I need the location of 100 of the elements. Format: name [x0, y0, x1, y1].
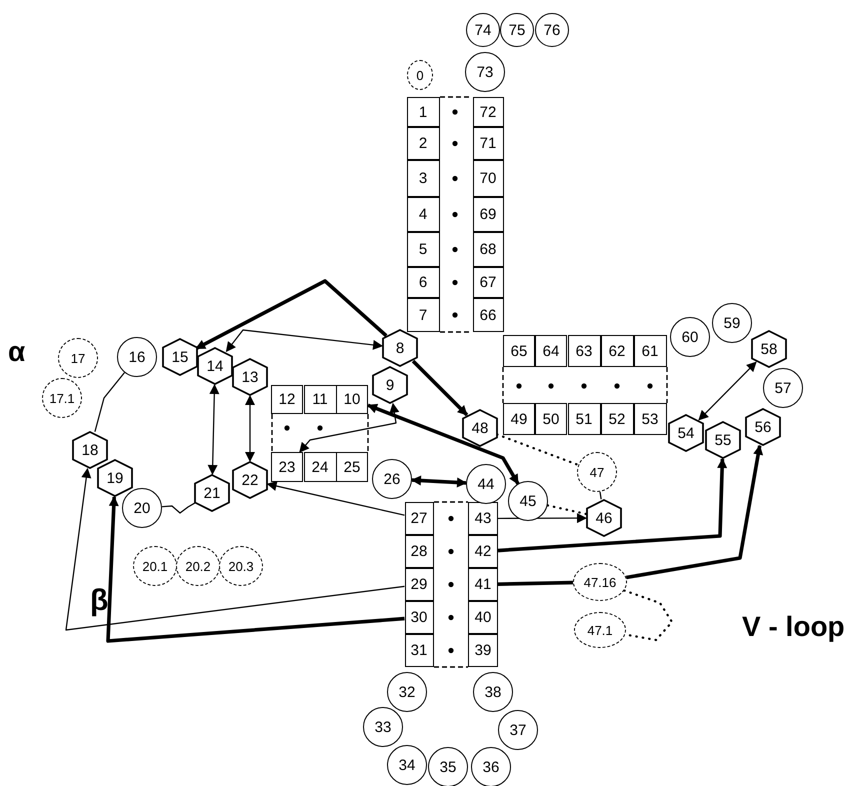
nucleotide-hexagon: 14 — [197, 347, 233, 385]
nucleotide-circle: 74 — [466, 13, 500, 47]
nucleotide-box: 65 — [503, 335, 535, 367]
nucleotide-box: 50 — [535, 403, 567, 435]
nucleotide-box: 25 — [336, 452, 368, 482]
nucleotide-circle: 59 — [712, 303, 752, 343]
arrow — [412, 360, 468, 416]
arrow — [245, 395, 255, 462]
nucleotide-box: 43 — [468, 502, 498, 535]
nucleotide-box: 42 — [468, 535, 498, 568]
optional-nucleotide-circle: 17 — [58, 338, 98, 378]
arrow — [106, 496, 405, 643]
nucleotide-hexagon: 9 — [372, 366, 408, 404]
nucleotide-box: 27 — [404, 502, 434, 535]
nucleotide-box: 6 — [406, 267, 440, 298]
connector-line — [623, 589, 674, 642]
optional-nucleotide-circle: 47.16 — [573, 563, 627, 601]
nucleotide-box: 61 — [634, 335, 666, 367]
optional-nucleotide-circle: 17.1 — [42, 378, 82, 418]
nucleotide-circle: 35 — [428, 747, 468, 786]
arrow — [698, 361, 757, 421]
optional-nucleotide-circle: 0 — [407, 60, 433, 90]
nucleotide-circle: 33 — [363, 707, 403, 747]
nucleotide-hexagon: 55 — [705, 421, 741, 459]
nucleotide-box: 30 — [404, 601, 434, 634]
connector-line — [162, 502, 197, 514]
region-label: β — [90, 584, 108, 618]
nucleotide-circle: 75 — [500, 13, 534, 47]
nucleotide-circle: 73 — [465, 52, 505, 92]
optional-nucleotide-circle: 20.3 — [219, 546, 263, 586]
nucleotide-box: 69 — [472, 197, 504, 232]
nucleotide-hexagon: 21 — [194, 474, 230, 512]
optional-nucleotide-circle: 20.2 — [176, 546, 220, 586]
nucleotide-hexagon: 19 — [97, 459, 133, 497]
arrow — [266, 481, 405, 516]
nucleotide-box: 53 — [634, 403, 666, 435]
nucleotide-box: 12 — [271, 384, 303, 414]
nucleotide-box: 24 — [304, 452, 336, 482]
nucleotide-box: 2 — [406, 127, 440, 160]
connector-line — [498, 580, 574, 586]
nucleotide-hexagon: 22 — [232, 461, 268, 499]
nucleotide-hexagon: 54 — [668, 414, 704, 452]
nucleotide-circle: 36 — [471, 747, 511, 786]
nucleotide-box: 5 — [406, 232, 440, 267]
nucleotide-box: 3 — [406, 160, 440, 197]
nucleotide-hexagon: 56 — [745, 408, 781, 446]
connector-line — [599, 492, 602, 500]
nucleotide-hexagon: 8 — [382, 329, 418, 367]
nucleotide-box: 68 — [472, 232, 504, 267]
nucleotide-box: 67 — [472, 267, 504, 298]
arrow — [498, 458, 728, 552]
nucleotide-box: 28 — [404, 535, 434, 568]
nucleotide-circle: 38 — [473, 672, 513, 712]
arrow — [367, 404, 520, 485]
arrow — [226, 329, 384, 352]
nucleotide-circle: 60 — [670, 317, 710, 357]
arrow — [410, 476, 468, 488]
nucleotide-box: 66 — [472, 298, 504, 332]
nucleotide-box: 29 — [404, 568, 434, 601]
nucleotide-box: 63 — [568, 335, 600, 367]
nucleotide-circle: 26 — [372, 459, 412, 499]
nucleotide-hexagon: 58 — [751, 330, 787, 368]
nucleotide-box: 51 — [568, 403, 600, 435]
nucleotide-circle: 44 — [466, 464, 506, 504]
optional-nucleotide-circle: 47.1 — [574, 612, 626, 648]
nucleotide-box: 1 — [406, 97, 440, 127]
arrow — [626, 444, 764, 580]
nucleotide-circle: 76 — [535, 13, 569, 47]
nucleotide-circle: 57 — [763, 368, 803, 408]
connector-line — [546, 504, 588, 516]
region-label: V - loop — [742, 611, 845, 643]
nucleotide-hexagon: 15 — [162, 338, 198, 376]
nucleotide-hexagon: 18 — [72, 431, 108, 469]
nucleotide-box: 72 — [472, 97, 504, 127]
nucleotide-circle: 45 — [508, 481, 548, 521]
nucleotide-box: 4 — [406, 197, 440, 232]
nucleotide-box: 11 — [304, 384, 336, 414]
arrow — [208, 384, 220, 475]
nucleotide-hexagon: 13 — [232, 358, 268, 396]
nucleotide-box: 64 — [535, 335, 567, 367]
optional-nucleotide-circle: 47 — [577, 452, 617, 492]
nucleotide-circle: 37 — [498, 710, 538, 750]
nucleotide-box: 23 — [271, 452, 303, 482]
nucleotide-hexagon: 48 — [462, 409, 498, 447]
nucleotide-box: 70 — [472, 160, 504, 197]
arrow — [299, 402, 400, 453]
nucleotide-box: 41 — [468, 568, 498, 601]
nucleotide-box: 62 — [600, 335, 634, 367]
arrow — [65, 468, 405, 631]
nucleotide-circle: 32 — [387, 672, 427, 712]
nucleotide-box: 49 — [503, 403, 535, 435]
nucleotide-box: 40 — [468, 601, 498, 634]
nucleotide-circle: 16 — [117, 337, 157, 377]
nucleotide-box: 71 — [472, 127, 504, 160]
nucleotide-box: 7 — [406, 298, 440, 332]
region-label: α — [8, 336, 26, 368]
arrow — [195, 279, 388, 350]
nucleotide-circle: 34 — [387, 745, 427, 785]
nucleotide-box: 52 — [600, 403, 634, 435]
nucleotide-circle: 20 — [122, 488, 162, 528]
